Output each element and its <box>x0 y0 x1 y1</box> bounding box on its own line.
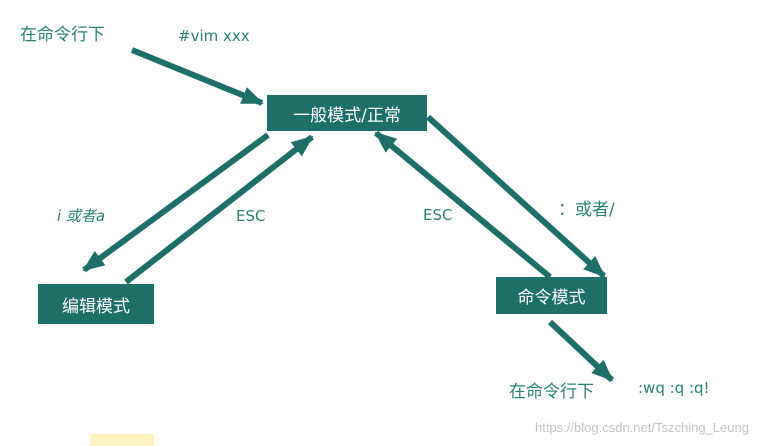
highlight-blob <box>90 434 154 446</box>
node-edit-mode: 编辑模式 <box>38 284 154 324</box>
label-cmdline-top: 在命令行下 <box>20 25 105 45</box>
label-colon-or-slash: ：或者/ <box>558 200 615 220</box>
label-esc-right: ESC <box>423 206 453 224</box>
node-command-mode: 命令模式 <box>496 277 607 314</box>
arrow-cmdline-to-normal <box>130 47 264 106</box>
arrow-normal-to-edit <box>82 132 270 273</box>
arrow-command-to-normal <box>374 130 552 280</box>
label-cmdline-bottom: 在命令行下 <box>509 382 594 402</box>
arrow-normal-to-command <box>425 114 607 279</box>
label-i-or-a: i 或者a <box>57 207 106 225</box>
label-vim-command: #vim xxx <box>178 27 250 45</box>
arrow-command-to-cmdline <box>547 319 615 383</box>
label-esc-left: ESC <box>236 207 266 225</box>
watermark: https://blog.csdn.net/Tszching_Leung <box>535 420 749 435</box>
label-quit-commands: :wq :q :q! <box>638 379 710 397</box>
arrow-edit-to-normal <box>124 134 314 285</box>
node-normal-mode: 一般模式/正常 <box>267 95 427 131</box>
